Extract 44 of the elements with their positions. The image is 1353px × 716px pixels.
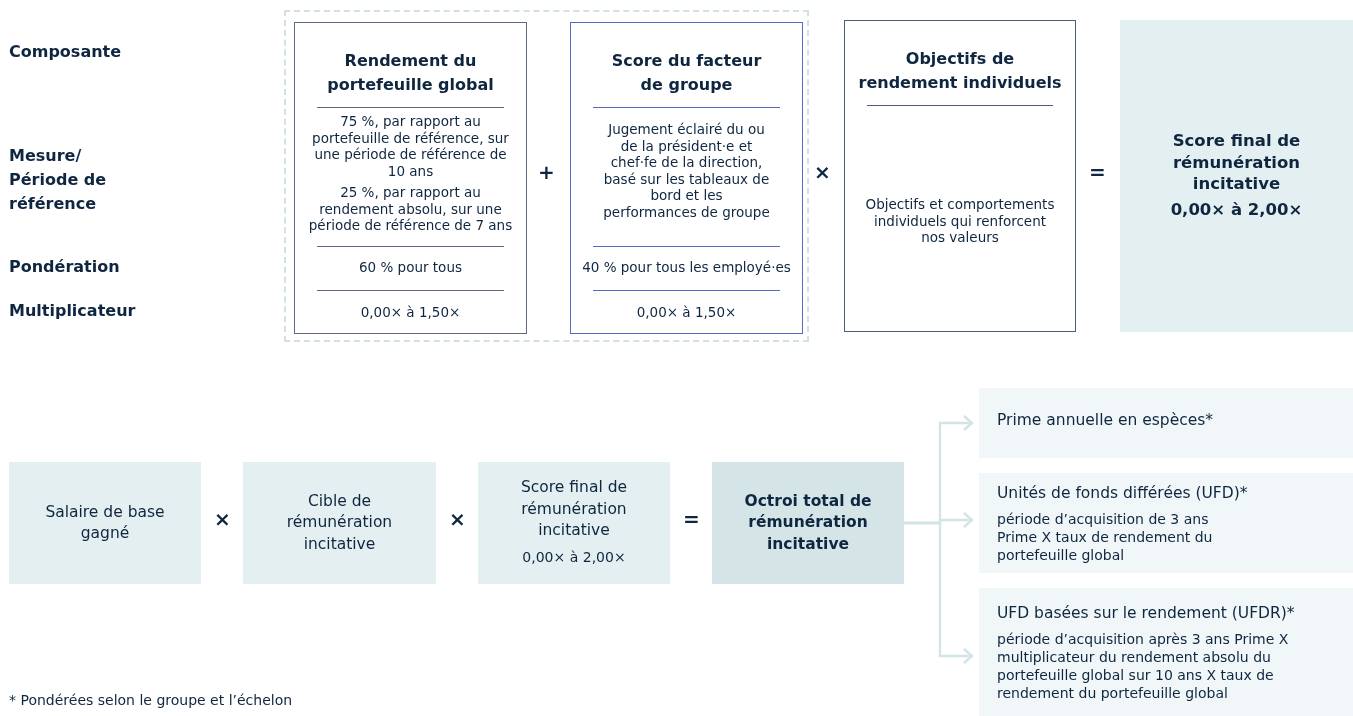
equals-sign: = <box>683 507 700 531</box>
times-sign: × <box>449 507 466 531</box>
card-title: Score du facteur de groupe <box>610 50 763 96</box>
times-sign: × <box>214 507 231 531</box>
card-text: 0,00× à 1,50× <box>635 304 738 321</box>
card-title: Rendement du portefeuille global <box>326 50 495 96</box>
branch-arrow <box>904 521 974 665</box>
formula-box <box>478 462 670 584</box>
card-text: Jugement éclairé du ou de la président·e et chef·fe de la direction, basé sur les tableaux de bord et les performances de groupe <box>602 121 771 220</box>
card-text: 40 % pour tous les employé·es <box>581 259 792 276</box>
award-title: Unités de fonds différées (UFD)* <box>997 482 1249 504</box>
card-text: 75 %, par rapport au portefeuille de référence, sur une période de référence de 10 ans <box>311 113 510 179</box>
component-card <box>294 22 527 334</box>
row-label: Composante <box>9 41 123 63</box>
formula-box <box>243 462 436 584</box>
row-label: Mesure/ Période de référence <box>9 145 108 215</box>
row-label: Pondération <box>9 256 121 278</box>
formula-box <box>712 462 904 584</box>
box-title: Cible de rémunération incitative <box>285 490 394 555</box>
award-title: UFD basées sur le rendement (UFDR)* <box>997 602 1296 624</box>
row-label: Multiplicateur <box>9 300 137 322</box>
box-title: Salaire de base gagné <box>44 501 166 544</box>
times-sign: × <box>814 160 831 184</box>
card-text: 0,00× à 1,50× <box>359 304 462 321</box>
award-title: Prime annuelle en espèces* <box>997 409 1215 431</box>
component-card <box>844 20 1076 332</box>
formula-box <box>9 462 201 584</box>
card-text: Objectifs et comportements individuels qui renforcent nos valeurs <box>864 196 1056 246</box>
award-description: période d’acquisition après 3 ans Prime X multiplicateur du rendement absolu du portefeuille global sur 10 ans X taux de rendement du portefeuille global <box>997 629 1290 702</box>
dashed-group-outline <box>284 10 809 342</box>
box-title: Score final de rémunération incitative <box>519 477 628 542</box>
card-text: 60 % pour tous <box>358 259 463 276</box>
footnote: * Pondérées selon le groupe et l’échelon <box>9 691 294 710</box>
card-text: 25 %, par rapport au rendement absolu, sur une période de référence de 7 ans <box>308 184 513 234</box>
component-card <box>570 22 803 334</box>
range-text: 0,00× à 2,00× <box>1170 198 1303 221</box>
box-title: Score final de rémunération incitative <box>1171 130 1302 195</box>
award-description: période d’acquisition de 3 ans Prime X taux de rendement du portefeuille global <box>997 509 1214 564</box>
range-text: 0,00× à 2,00× <box>522 547 626 567</box>
plus-sign: + <box>538 160 555 184</box>
formula-box <box>1120 20 1353 332</box>
box-title: Octroi total de rémunération incitative <box>743 490 873 555</box>
card-title: Objectifs de rendement individuels <box>857 48 1063 94</box>
equals-sign: = <box>1089 160 1106 184</box>
